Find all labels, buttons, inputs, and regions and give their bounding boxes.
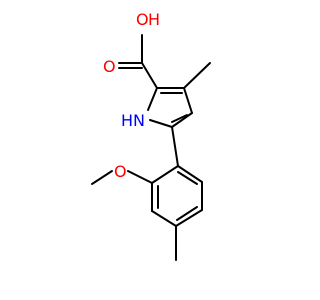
bond-c4-c5-inner	[171, 114, 188, 123]
pyrrole-nitrogen-label: N	[133, 111, 145, 130]
bond-ar6-ar1-inner	[177, 171, 198, 185]
bonds	[91, 34, 211, 261]
bond-ar1-ar2	[151, 165, 179, 184]
hydroxyl-hydrogen-label: H	[148, 10, 160, 29]
pyrrole-hydrogen-label: H	[121, 111, 133, 130]
bond-c5-n	[149, 119, 173, 128]
bond-ar3-ar4	[151, 210, 177, 227]
bond-n-c2	[147, 87, 158, 111]
bond-o-methyl	[91, 170, 113, 185]
carbonyl-oxygen-label: O	[103, 57, 116, 76]
bond-ar4-ar5-inner	[176, 206, 198, 221]
structure-canvas: O H O H N O	[91, 10, 211, 261]
bond-c3-c4	[183, 87, 193, 114]
hydroxyl-oxygen-label: O	[136, 10, 149, 29]
bond-ar6-ar1	[177, 165, 203, 183]
methoxy-oxygen-label: O	[114, 162, 127, 181]
bond-c3-methyl	[183, 62, 211, 89]
bond-ar4-ar5	[175, 209, 203, 227]
bond-c4-c5	[171, 112, 193, 128]
atom-labels: O H O H N O	[103, 10, 160, 181]
molecule-drawing: O H O H N O	[91, 10, 211, 261]
bond-cooh-c-ring	[141, 62, 158, 89]
bond-ar2-o	[127, 170, 153, 184]
bond-c5-phenyl	[171, 126, 179, 167]
